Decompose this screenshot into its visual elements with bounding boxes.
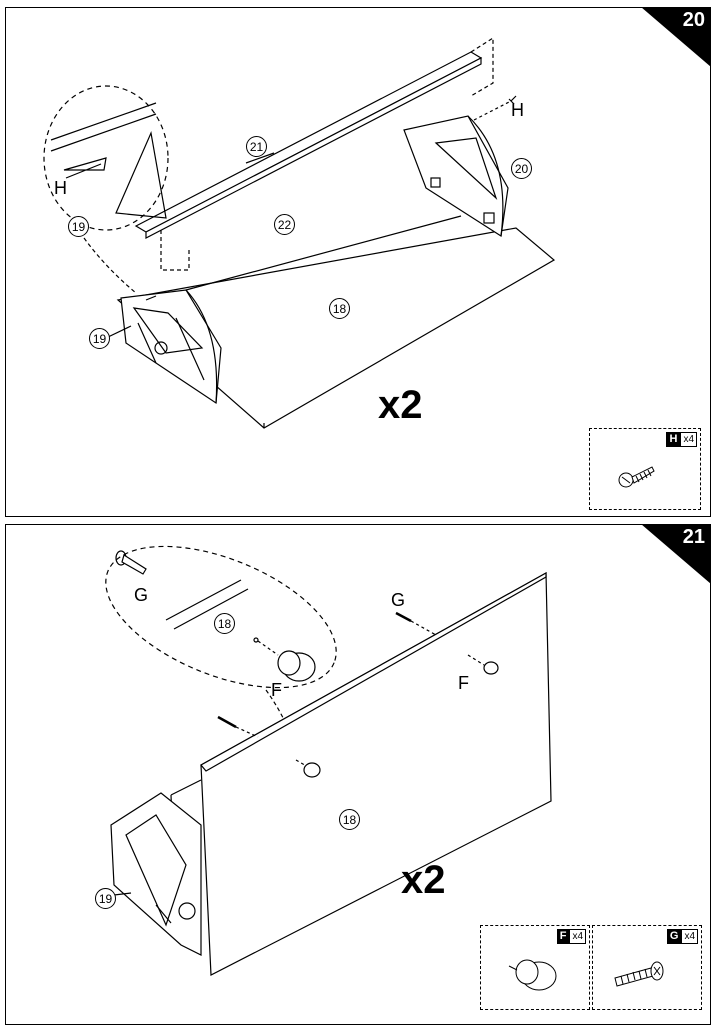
step-badge: 20 (641, 7, 711, 67)
hardware-box-g: G x4 (592, 925, 702, 1010)
part-18-callout: 18 (339, 809, 360, 830)
hardware-letter: F (556, 929, 570, 944)
knob-f-right-shape (467, 654, 499, 675)
step-20-illustration (43, 36, 556, 429)
quantity-multiplier: x2 (378, 383, 423, 427)
screw-g-left-shape (217, 715, 259, 738)
screw-icon (614, 961, 664, 987)
knob-icon (508, 959, 557, 991)
bracket-19-left-shape (120, 289, 222, 405)
bracket-20-right-shape (403, 115, 509, 238)
step-badge: 21 (641, 524, 711, 584)
bracket-19-shape (110, 792, 202, 956)
step-21-panel: 21 G G F F 18 18 19 x2 F x4 G x4 (5, 524, 711, 1025)
part-19-callout: 19 (95, 888, 116, 909)
screw-h-top-shape (473, 95, 517, 121)
hardware-letter: H (666, 432, 681, 447)
screw-label-g-detail: G (134, 585, 149, 605)
step-number: 21 (682, 526, 705, 548)
screw-g-right-shape (395, 611, 437, 636)
part-22-callout: 22 (274, 214, 295, 235)
hardware-box-f: F x4 (480, 925, 590, 1010)
quantity-multiplier: x2 (401, 858, 446, 902)
knob-label-f: F (458, 673, 469, 693)
knob-f-lower-shape (295, 759, 321, 778)
part-19-detail-callout: 19 (68, 216, 89, 237)
part-21-callout: 21 (246, 136, 267, 157)
screw-icon (618, 466, 655, 488)
hardware-qty: x4 (569, 929, 586, 944)
hardware-tag: H x4 (666, 432, 697, 447)
step-number: 20 (682, 9, 705, 31)
screw-label-h-detail: H (54, 178, 67, 198)
part-18-detail-callout: 18 (214, 613, 235, 634)
hardware-tag: F x4 (556, 929, 586, 944)
knob-label-f-detail: F (271, 680, 282, 700)
hardware-letter: G (666, 929, 682, 944)
knob-f-detail-shape (253, 637, 316, 682)
hardware-box-h: H x4 (589, 428, 701, 510)
part-20-callout: 20 (511, 158, 532, 179)
hardware-tag: G x4 (666, 929, 698, 944)
part-19-callout: 19 (89, 328, 110, 349)
screw-g-detail-shape (115, 550, 147, 575)
step-20-panel: 20 H H 21 22 20 19 19 18 x2 H x4 (5, 7, 711, 517)
screw-label-g: G (391, 590, 406, 610)
screw-label-h: H (511, 100, 524, 120)
hardware-qty: x4 (680, 432, 697, 447)
hardware-qty: x4 (681, 929, 698, 944)
part-18-callout: 18 (329, 298, 350, 319)
